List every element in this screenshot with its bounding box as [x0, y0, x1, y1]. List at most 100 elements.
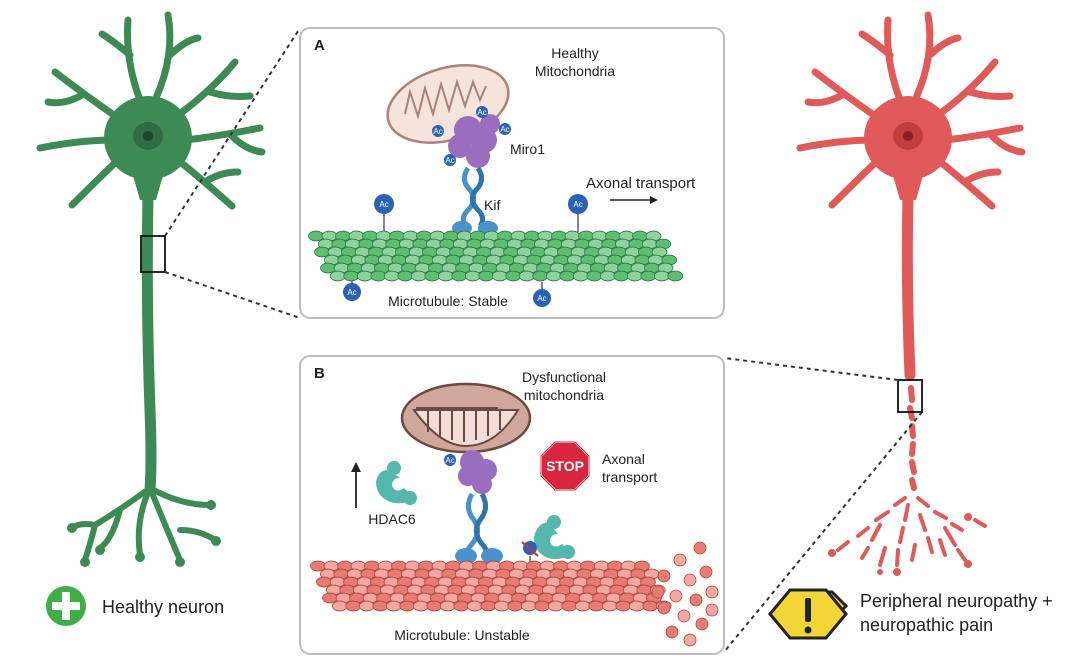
axonal-transport-label: Axonal transport: [586, 175, 696, 192]
dysfunctional-mito-label-1: Dysfunctional: [522, 369, 606, 385]
healthy-neuron-label: Healthy neuron: [102, 597, 224, 617]
axonal-transport-b-1: Axonal: [602, 451, 645, 467]
tubulin-fragment: [673, 553, 687, 567]
tubulin-subunit: [613, 270, 630, 282]
tubulin-subunit: [480, 600, 497, 612]
tubulin-subunit: [464, 270, 481, 282]
tubulin-subunit: [356, 270, 373, 282]
tubulin-subunit: [642, 600, 659, 612]
tubulin-subunit: [532, 270, 549, 282]
tubulin-fragment: [669, 589, 683, 603]
tubulin-fragment: [689, 593, 703, 607]
zoom-box-healthy: [140, 235, 166, 273]
panel-b-letter: B: [314, 365, 325, 382]
tubulin-subunit: [397, 270, 414, 282]
tubulin-fragment: [657, 569, 671, 583]
tubulin-subunit: [601, 600, 618, 612]
unstable-microtubule: [310, 560, 672, 612]
svg-text:Ac: Ac: [573, 200, 582, 209]
tubulin-subunit: [383, 270, 400, 282]
panel-b: B Dysfunctional mitochondria Ac: [299, 355, 725, 655]
tubulin-subunit: [561, 600, 578, 612]
disease-label-1: Peripheral neuropathy +: [860, 591, 1053, 611]
ac-tags-panel-a: Ac Ac Ac Ac Ac Ac Ac Ac: [343, 106, 588, 307]
tubulin-subunit: [507, 600, 524, 612]
tubulin-subunit: [316, 576, 332, 588]
hdac6-at-microtubule: [521, 515, 575, 566]
zoom-box-diseased: [897, 379, 923, 413]
tubulin-fragment: [651, 585, 665, 599]
tubulin-subunit: [410, 270, 427, 282]
tubulin-subunit: [426, 600, 443, 612]
tubulin-fragment: [705, 585, 719, 599]
stable-microtubule-label: Microtubule: Stable: [388, 293, 508, 309]
tubulin-subunit: [626, 270, 643, 282]
tubulin-subunit: [599, 270, 616, 282]
healthy-mito-label-1: Healthy: [551, 45, 598, 61]
tubulin-fragment: [683, 573, 697, 587]
tubulin-debris: [651, 541, 719, 647]
tubulin-subunit: [478, 270, 495, 282]
healthy-mito-label-2: Mitochondria: [535, 63, 615, 79]
svg-text:Ac: Ac: [379, 200, 388, 209]
tubulin-fragment: [665, 625, 679, 639]
tubulin-subunit: [345, 600, 362, 612]
tubulin-fragment: [677, 609, 691, 623]
disease-legend: Peripheral neuropathy + neuropathic pain: [768, 588, 1053, 640]
tubulin-subunit: [314, 246, 330, 258]
diseased-nucleolus: [903, 131, 913, 141]
tubulin-subunit: [399, 600, 416, 612]
tubulin-subunit: [424, 270, 441, 282]
svg-text:Ac: Ac: [445, 156, 454, 165]
tubulin-subunit: [310, 560, 326, 572]
tubulin-subunit: [653, 270, 670, 282]
tubulin-subunit: [534, 600, 551, 612]
tubulin-subunit: [559, 270, 576, 282]
stop-sign-icon: STOP: [540, 441, 590, 491]
hdac6-enzyme: [376, 461, 417, 505]
tubulin-subunit: [331, 600, 348, 612]
hdac6-label: HDAC6: [368, 511, 416, 527]
tubulin-subunit: [574, 600, 591, 612]
unstable-microtubule-label: Microtubule: Unstable: [394, 627, 530, 643]
tubulin-subunit: [308, 230, 324, 242]
tubulin-subunit: [320, 262, 336, 274]
panel-a: A Healthy Mitochondria Miro1 Kif Ac: [299, 27, 725, 319]
tubulin-subunit: [437, 270, 454, 282]
disease-label-2: neuropathic pain: [860, 615, 993, 635]
warning-icon: [768, 588, 849, 640]
tubulin-subunit: [615, 600, 632, 612]
tubulin-fragment: [683, 633, 697, 647]
healthy-legend: Healthy neuron: [46, 586, 224, 626]
tubulin-subunit: [640, 270, 657, 282]
tubulin-subunit: [545, 270, 562, 282]
arrow-right-icon: [610, 196, 658, 204]
tubulin-subunit: [588, 600, 605, 612]
tubulin-subunit: [322, 592, 338, 604]
tubulin-subunit: [329, 270, 346, 282]
tubulin-subunit: [451, 270, 468, 282]
kif-motor-b: [455, 492, 503, 564]
healthy-nucleolus: [143, 131, 153, 141]
kif-label: Kif: [484, 197, 500, 213]
tubulin-subunit: [586, 270, 603, 282]
tubulin-subunit: [372, 600, 389, 612]
tubulin-subunit: [358, 600, 375, 612]
tubulin-subunit: [439, 600, 456, 612]
diseased-neuron: [796, 11, 1026, 576]
tubulin-subunit: [491, 270, 508, 282]
svg-text:STOP: STOP: [546, 458, 584, 474]
tubulin-subunit: [520, 600, 537, 612]
tubulin-subunit: [493, 600, 510, 612]
tubulin-subunit: [343, 270, 360, 282]
plus-icon: [46, 586, 86, 626]
tubulin-subunit: [505, 270, 522, 282]
tubulin-subunit: [412, 600, 429, 612]
svg-text:Ac: Ac: [445, 456, 454, 465]
svg-text:Ac: Ac: [433, 127, 442, 136]
arrow-up-icon: [351, 462, 361, 508]
svg-text:Ac: Ac: [500, 125, 509, 134]
svg-text:Ac: Ac: [347, 288, 356, 297]
tubulin-subunit: [518, 270, 535, 282]
